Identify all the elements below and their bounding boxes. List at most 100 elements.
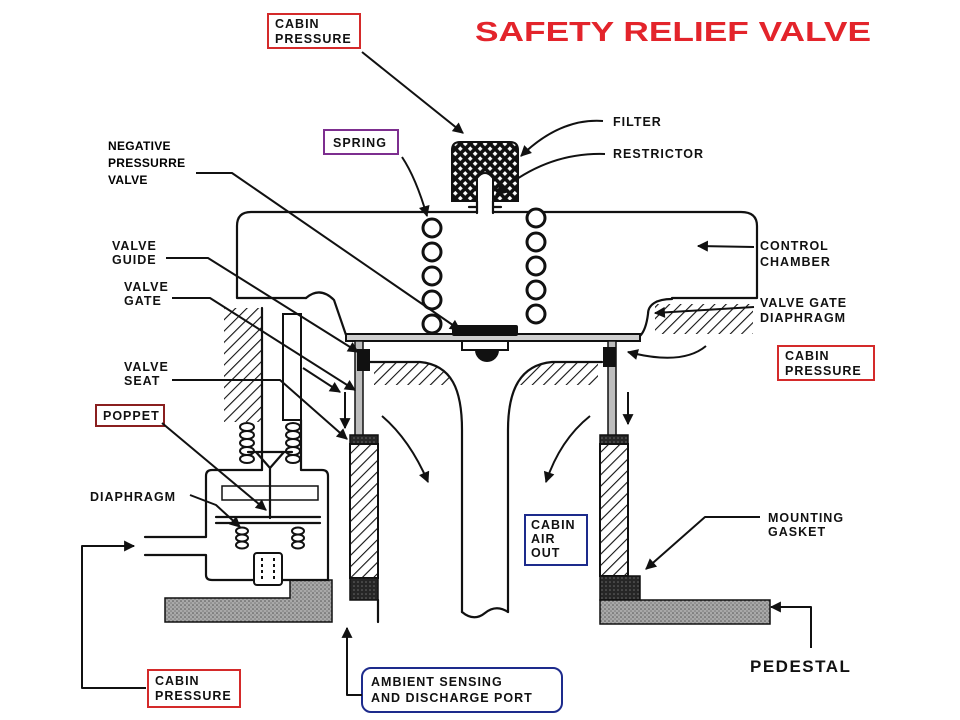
ambient-port-leader [341, 626, 362, 696]
cabin-pressure-bottom-line1: CABIN [155, 674, 200, 688]
ambient-port-line2: AND DISCHARGE PORT [371, 691, 533, 705]
flow-arrow [381, 415, 430, 484]
poppet-callout: POPPET [95, 404, 267, 511]
spring-coil [285, 454, 301, 464]
spring-right [525, 207, 547, 325]
poppet-assembly [143, 306, 330, 586]
ambient-port-line1: AMBIENT SENSING [371, 675, 503, 689]
spring-coil [235, 533, 249, 543]
poppet-leader [161, 422, 267, 511]
duct-wall-right [506, 360, 604, 614]
filter-label: FILTER [613, 115, 662, 129]
mounting-gasket-line1: MOUNTING [768, 511, 844, 525]
spring-coil [239, 430, 255, 440]
spring-coil [239, 422, 255, 432]
cabin-pressure-bottom-leader [81, 540, 146, 689]
valve-guide-line2: GUIDE [112, 253, 157, 267]
spring-coil [291, 533, 305, 543]
housing-inner-wall [282, 313, 302, 421]
lower-piston-detail [261, 558, 275, 580]
diaphragm-label: DIAPHRAGM [90, 490, 176, 504]
cabin-pressure-right-line2: PRESSURE [785, 364, 862, 378]
ambient-port-box [361, 667, 563, 713]
valve-guide-leader [166, 257, 359, 353]
spring-coil [235, 540, 249, 550]
filter-callout: FILTER [520, 115, 662, 157]
lower-piston [253, 552, 283, 586]
valve-gate-leader [172, 297, 356, 391]
filter [451, 141, 519, 202]
restrictor-callout: RESTRICTOR [495, 147, 704, 196]
duct-end [460, 607, 510, 619]
npv-ball [475, 350, 499, 362]
poppet-spring-small [239, 422, 301, 464]
duct-wall-left [368, 360, 464, 614]
diaphragm-housing [143, 418, 330, 582]
control-chamber-leader [696, 240, 755, 252]
restrictor-label: RESTRICTOR [613, 147, 704, 161]
spring-coil [525, 231, 547, 253]
negative-pressure-valve-callout: NEGATIVE PRESSURRE VALVE [108, 139, 461, 331]
diaphragm-callout: DIAPHRAGM [90, 490, 241, 528]
spring-coil [421, 217, 443, 239]
valve-guide-left [357, 349, 370, 371]
control-chamber-line2: CHAMBER [760, 255, 831, 269]
valve-seat-leader [172, 379, 348, 440]
cabin-pressure-bottom-box [147, 669, 241, 708]
valve-seat-line2: SEAT [124, 374, 160, 388]
poppet-box [95, 404, 165, 427]
diaphragm-leader [189, 494, 241, 528]
vgd-line2: DIAPHRAGM [760, 311, 846, 325]
valve-gate-diaphragm-right [638, 297, 674, 338]
valve-seat-line1: VALVE [124, 360, 169, 374]
mounting-gasket [599, 575, 641, 601]
housing-hatch-left [224, 308, 262, 422]
cabin-air-out-line3: OUT [531, 546, 560, 560]
cabin-pressure-right-line1: CABIN [785, 349, 830, 363]
npv-label-line2: PRESSURRE [108, 156, 185, 170]
mounting-gasket-callout: MOUNTING GASKET [645, 511, 844, 570]
ambient-port-callout: AMBIENT SENSING AND DISCHARGE PORT [341, 626, 563, 713]
vgd-leader [653, 306, 755, 318]
spring-coil [525, 303, 547, 325]
cabin-pressure-top-box [267, 13, 361, 49]
valve-seat-right [599, 434, 629, 445]
spring-coil [291, 540, 305, 550]
spring-coil [235, 526, 249, 536]
diagram-title: SAFETY RELIEF VALVE [475, 16, 871, 47]
pedestal-leader [769, 601, 812, 648]
spring-callout: SPRING [323, 129, 430, 218]
spring-coil [291, 526, 305, 536]
spring-coil [239, 454, 255, 464]
spring-coil [525, 207, 547, 229]
pillar-right [599, 443, 629, 577]
spring-coil [285, 422, 301, 432]
cabin-pressure-top-line2: PRESSURE [275, 32, 352, 46]
mounting-gasket-leader [645, 516, 760, 570]
cabin-pressure-top-leader [361, 51, 464, 134]
spring-coil [525, 255, 547, 277]
cabin-pressure-top-callout: CABIN PRESSURE [267, 13, 464, 134]
control-chamber-callout: CONTROL CHAMBER [696, 239, 831, 269]
restrictor-leader [495, 152, 606, 196]
cabin-pressure-bottom-callout: CABIN PRESSURE [81, 540, 241, 708]
pedestal-right [599, 599, 771, 625]
duct-hatch-right [520, 363, 598, 385]
spring-box [323, 129, 399, 155]
vgd-line1: VALVE GATE [760, 296, 847, 310]
control-chamber [235, 210, 759, 300]
flow-arrows [302, 345, 707, 484]
spring-coil [421, 241, 443, 263]
spring-coil [285, 430, 301, 440]
valve-gate-diaphragm-left [304, 291, 348, 337]
spring-leader [401, 156, 430, 218]
npv-body [461, 340, 509, 351]
valve-gate-callout: VALVE GATE [124, 280, 356, 391]
cabin-pressure-right-box [777, 345, 875, 381]
spring-coil [421, 289, 443, 311]
mounting-gasket-line2: GASKET [768, 525, 826, 539]
valve-guide-right [603, 347, 616, 367]
spring-label: SPRING [333, 136, 387, 150]
spring-coil [421, 313, 443, 335]
duct-hatch-left [374, 363, 452, 385]
